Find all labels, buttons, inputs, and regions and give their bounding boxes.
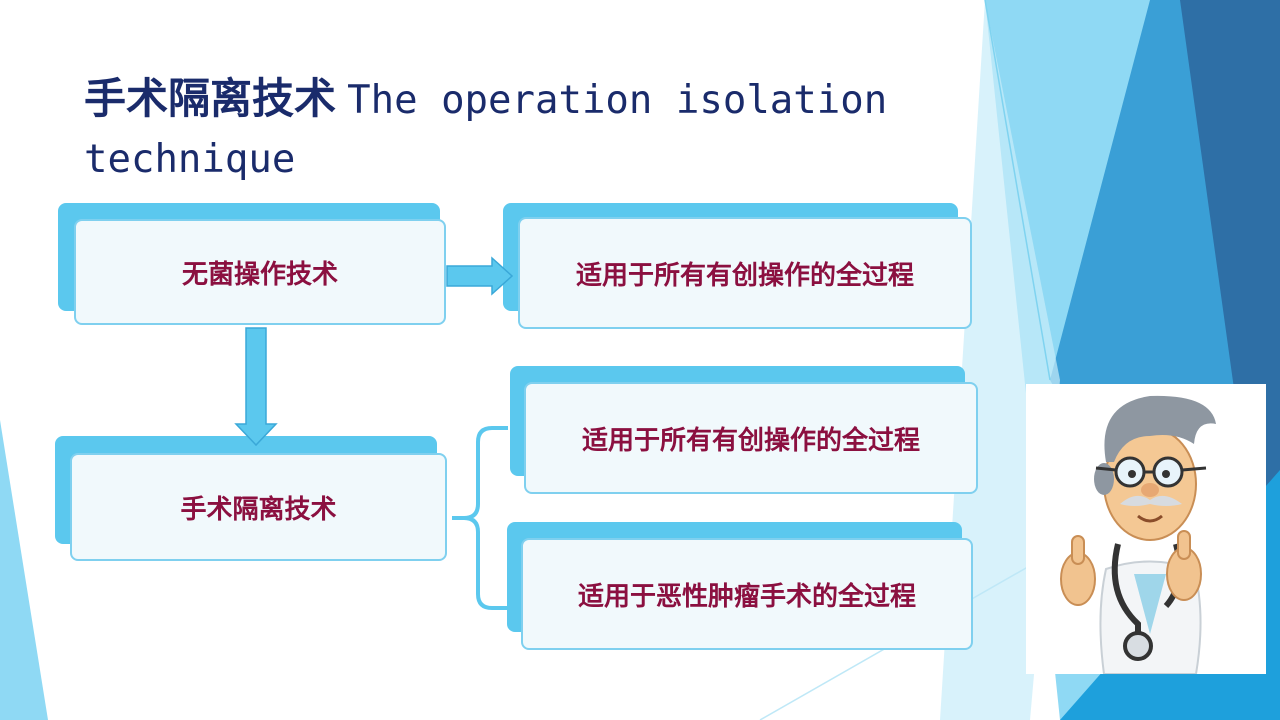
box-isolation-scope-tumor-label: 适用于恶性肿瘤手术的全过程 (577, 581, 916, 612)
doctor-icon (1060, 395, 1216, 675)
title-chinese: 手术隔离技术 (84, 74, 337, 123)
box-isolation-technique-label: 手术隔离技术 (180, 494, 337, 525)
doctor-illustration (1026, 384, 1266, 675)
box-aseptic-technique-label: 无菌操作技术 (181, 259, 338, 290)
bg-left-triangle (0, 420, 48, 720)
box-isolation-scope-invasive-label: 适用于所有有创操作的全过程 (581, 425, 920, 456)
box-isolation-scope-tumor: 适用于恶性肿瘤手术的全过程 (521, 538, 973, 650)
box-aseptic-technique: 无菌操作技术 (74, 219, 446, 325)
slide-title: 手术隔离技术 The operation isolation technique (84, 70, 964, 190)
title-english: The operation isolation technique (84, 78, 888, 182)
bg-thin-line (984, 0, 1051, 381)
box-aseptic-scope-label: 适用于所有有创操作的全过程 (575, 260, 914, 291)
box-aseptic-scope: 适用于所有有创操作的全过程 (518, 217, 972, 329)
box-isolation-technique: 手术隔离技术 (70, 453, 447, 561)
box-isolation-scope-invasive: 适用于所有有创操作的全过程 (524, 382, 978, 494)
